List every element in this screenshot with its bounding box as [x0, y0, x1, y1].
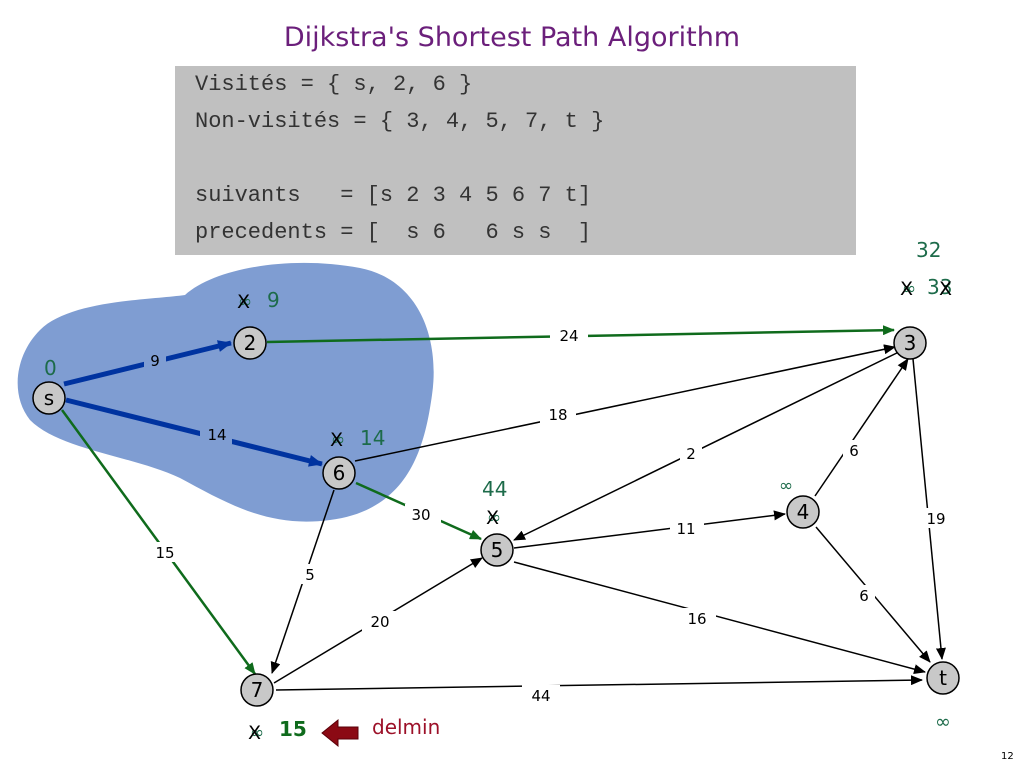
weight-s-6: 14 [207, 426, 226, 444]
cross-2: X [237, 291, 250, 313]
dist-6: 14 [360, 426, 385, 450]
dist-2: 9 [267, 288, 280, 312]
dist-s: 0 [44, 356, 57, 380]
node-5: 5 [480, 533, 514, 567]
weight-4-3: 6 [849, 442, 859, 460]
weight-5-t: 16 [687, 610, 706, 628]
node-3-label: 3 [904, 331, 917, 355]
dist-4: ∞ [779, 476, 793, 496]
dist-5-old: ∞ [487, 508, 501, 528]
cross-3b: X [939, 278, 952, 300]
edge-5-3 [513, 348, 906, 541]
weight-s-2: 9 [150, 352, 160, 370]
dist-7-old: ∞ [250, 723, 264, 743]
cross-6: X [330, 429, 343, 451]
cross-7: X [248, 722, 261, 744]
cross-3: X [900, 278, 913, 300]
node-t: t [926, 661, 960, 695]
node-7: 7 [240, 673, 274, 707]
node-4-label: 4 [797, 500, 810, 524]
edge-s-6 [65, 397, 323, 467]
node-t-label: t [939, 666, 947, 690]
weight-6-7: 5 [305, 566, 315, 584]
edge-6-3 [354, 344, 896, 462]
edge-7-t [275, 675, 923, 691]
node-3: 3 [893, 326, 927, 360]
visited-cloud [17, 262, 434, 522]
dist-2-old: ∞ [238, 292, 252, 312]
node-s-label: s [44, 386, 54, 410]
dist-6-old: ∞ [331, 430, 345, 450]
dist-3: 33 [927, 275, 952, 299]
weight-6-3: 18 [548, 406, 567, 424]
delmin-label: delmin [372, 715, 440, 739]
node-4: 4 [786, 495, 820, 529]
slide-title: Dijkstra's Shortest Path Algorithm [283, 22, 741, 53]
weight-3-t: 19 [926, 510, 945, 528]
prev-line: precedents = [ s 6 6 s s ] [195, 220, 592, 245]
dist-3-old: ∞ [902, 279, 916, 299]
edge-4-3 [814, 358, 909, 497]
slide-number: 12 [1001, 751, 1014, 762]
visited-line: Visités = { s, 2, 6 } [195, 72, 473, 97]
node-7-label: 7 [251, 678, 264, 702]
dist-7: 15 [279, 717, 307, 741]
code-box: Visités = { s, 2, 6 } Non-visités = { 3,… [175, 66, 856, 255]
node-2: 2 [233, 326, 267, 360]
weight-5-4: 11 [676, 520, 695, 538]
dist-t: ∞ [935, 711, 951, 733]
weight-5-3: 2 [686, 445, 696, 463]
dist-5: 44 [482, 477, 507, 501]
delmin-arrow-icon [321, 718, 359, 748]
node-2-label: 2 [244, 331, 257, 355]
weight-7-5: 20 [370, 613, 389, 631]
node-s: s [32, 381, 66, 415]
node-5-label: 5 [491, 538, 504, 562]
dist-3-top: 32 [916, 238, 941, 262]
next-line: suivants = [s 2 3 4 5 6 7 t] [195, 183, 592, 208]
weight-2-3: 24 [559, 327, 578, 345]
weight-7-t: 44 [531, 687, 550, 705]
weight-4-t: 6 [859, 587, 869, 605]
weight-6-5: 30 [411, 506, 430, 524]
edge-5-t [513, 561, 926, 674]
unvisited-line: Non-visités = { 3, 4, 5, 7, t } [195, 109, 605, 134]
weight-s-7: 15 [155, 544, 174, 562]
node-6: 6 [322, 456, 356, 490]
node-6-label: 6 [333, 461, 346, 485]
edge-5-4 [513, 510, 786, 549]
cross-5: X [486, 507, 499, 529]
